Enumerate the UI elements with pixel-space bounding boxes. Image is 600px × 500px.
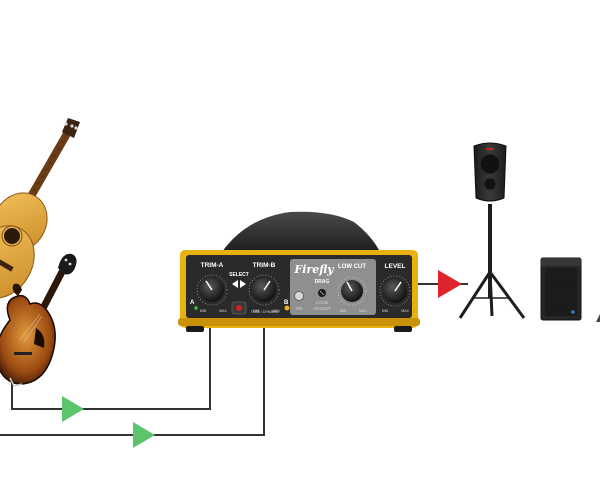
brand-label: Firefly [293, 263, 335, 276]
trim-a-knob[interactable] [196, 274, 228, 306]
input-arrow-a [62, 396, 84, 422]
mode-led [236, 305, 242, 311]
level-max-label: MAX [401, 309, 409, 313]
tube-mode-label: TUBE / DYNAMIC [251, 310, 280, 314]
low-cut-label: LOW CUT [338, 264, 366, 270]
device-tube-housing [222, 211, 380, 252]
input-arrow-b [133, 422, 155, 448]
on-label: ON [296, 306, 303, 311]
drag-label: DRAG [315, 279, 330, 285]
drag-knob[interactable] [318, 289, 326, 297]
level-min-label: MIN [382, 309, 389, 313]
level-knob[interactable] [379, 275, 411, 307]
trim-a-label: TRIM-A [201, 262, 224, 269]
trim-b-knob[interactable] [248, 274, 280, 306]
select-label: SELECT [229, 272, 249, 278]
subwoofer-icon [540, 257, 582, 321]
power-on-switch[interactable] [294, 291, 304, 301]
low-cut-knob[interactable] [337, 276, 367, 306]
partial-object-edge [596, 314, 600, 322]
load-label: LOAD [316, 300, 329, 305]
acoustic-guitar-icon [0, 118, 80, 299]
trim-a-min-label: MIN [200, 309, 207, 313]
trim-a-max-label: MAX [219, 309, 227, 313]
trim-b-min-label: MIN [253, 309, 260, 313]
low-cut-max-label: MAX [359, 309, 367, 313]
firefly-di-device: TRIM-A TRIM-B SELECT Firefly LOW CUT LEV… [178, 211, 420, 332]
output-arrow [438, 270, 462, 298]
channel-b-label: B [284, 300, 289, 306]
mandolin-icon [0, 253, 77, 387]
adjust-label: ADJUST [313, 306, 331, 311]
pa-speaker-icon [458, 142, 526, 319]
level-label: LEVEL [385, 263, 406, 270]
channel-b-led [284, 305, 290, 311]
cable-guitar-to-trim-b [0, 326, 265, 436]
low-cut-min-label: MIN [340, 309, 347, 313]
cable-mandolin-to-trim-a [11, 326, 211, 410]
select-switch-icon[interactable] [232, 280, 246, 288]
trim-b-max-label: MAX [272, 309, 280, 313]
channel-a-led [194, 306, 198, 310]
channel-a-label: A [190, 300, 195, 306]
trim-b-label: TRIM-B [253, 262, 276, 269]
